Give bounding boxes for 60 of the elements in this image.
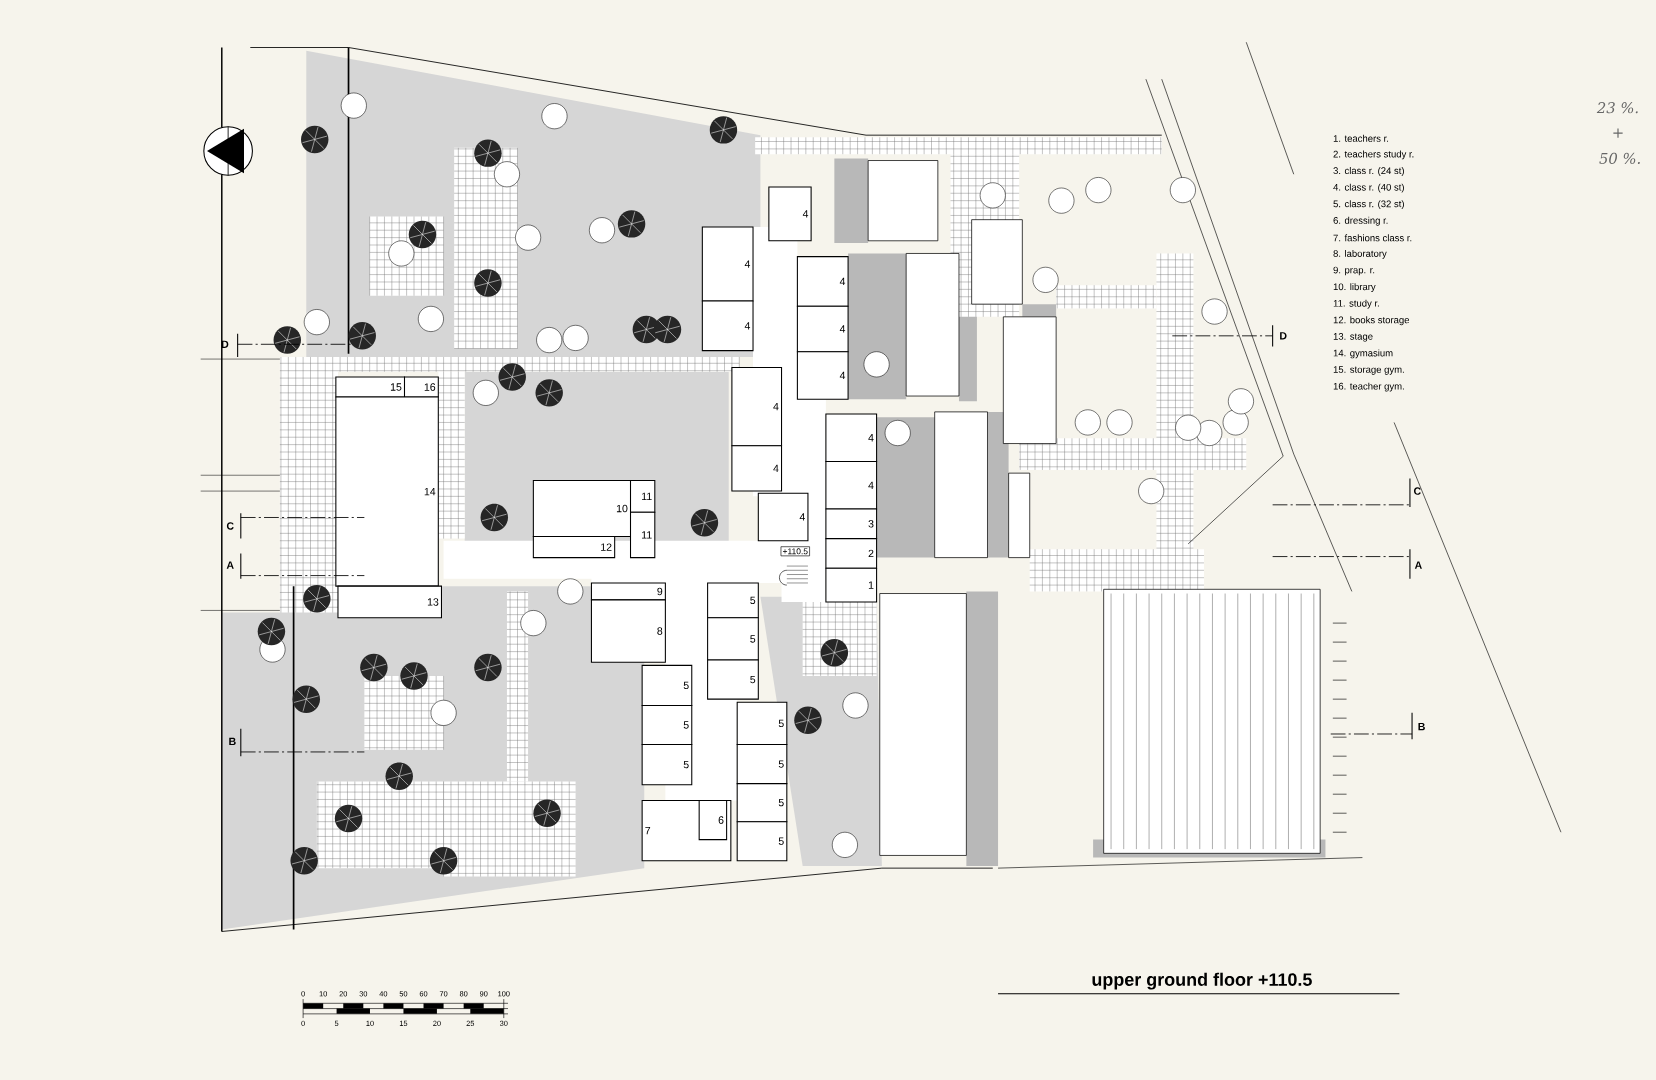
- room-box: 4: [796, 305, 849, 352]
- key-entry: 11. study r.: [1333, 299, 1379, 309]
- room-box: 4: [825, 413, 878, 462]
- room-box: 4: [701, 226, 754, 302]
- room-box: 4: [768, 186, 812, 242]
- level-tag: +110.5: [780, 546, 810, 556]
- building-block: [1008, 472, 1031, 558]
- key-entry: 1. teachers r.: [1333, 134, 1388, 142]
- room-box: 5: [707, 617, 759, 661]
- plan-title: upper ground floor +110.5: [997, 972, 1400, 995]
- room-box: 5: [736, 743, 788, 784]
- key-entry: 2. teachers study r.: [1333, 150, 1414, 160]
- key-entry: 16. teacher gym.: [1333, 382, 1404, 392]
- building-block: [934, 411, 988, 558]
- handwritten-note: 23 %.: [1596, 101, 1638, 114]
- room-box: 4: [757, 492, 809, 542]
- room-box: 13: [337, 585, 442, 619]
- key-entry: 9. prap. r.: [1333, 266, 1375, 276]
- room-box: 2: [825, 537, 878, 569]
- room-box: 3: [825, 508, 878, 539]
- building-block: [905, 252, 960, 397]
- building-block: [971, 219, 1023, 305]
- room-box: 4: [825, 460, 878, 510]
- key-entry: 4. class r. (40 st): [1333, 183, 1404, 193]
- building-block: [879, 592, 967, 856]
- room-box: 5: [736, 782, 788, 822]
- room-box: 5: [736, 820, 788, 862]
- key-entry: 10. library: [1333, 282, 1376, 292]
- key-entry: 6. dressing r.: [1333, 216, 1388, 226]
- room-box: 12: [532, 535, 616, 558]
- room-box: 5: [641, 664, 693, 706]
- room-box: 6: [698, 799, 728, 840]
- room-box: 4: [731, 366, 783, 446]
- room-box: 4: [701, 300, 754, 351]
- room-box: 5: [641, 704, 693, 745]
- key-entry: 8. laboratory: [1333, 249, 1387, 259]
- handwritten-note: 50 %.: [1599, 152, 1640, 164]
- key-entry: 7. fashions class r.: [1333, 234, 1412, 242]
- key-entry: 12. books storage: [1333, 316, 1410, 325]
- handwritten-note: +: [1613, 128, 1623, 138]
- room-box: 5: [707, 582, 759, 619]
- room-box: 11: [630, 511, 656, 558]
- key-entry: 5. class r. (32 st): [1333, 200, 1404, 209]
- room-box: 4: [796, 255, 849, 307]
- building-block: [867, 159, 939, 241]
- room-box: 11: [630, 479, 656, 513]
- room-box: 4: [731, 444, 783, 492]
- room-box: 9: [590, 582, 666, 601]
- room-box: 5: [707, 659, 759, 700]
- room-box: 4: [796, 350, 849, 400]
- room-box: 5: [641, 743, 693, 785]
- key-entry: 3. class r. (24 st): [1333, 166, 1404, 176]
- key-entry: 14. gymasium: [1333, 349, 1393, 359]
- key-entry: 13. stage: [1333, 332, 1373, 342]
- key-entry: 15. storage gym.: [1333, 366, 1404, 375]
- room-box: 15: [335, 376, 406, 398]
- room-box: 1: [825, 567, 878, 603]
- room-box: 16: [403, 376, 439, 398]
- building-block: [1002, 316, 1057, 444]
- room-box: 5: [736, 701, 788, 745]
